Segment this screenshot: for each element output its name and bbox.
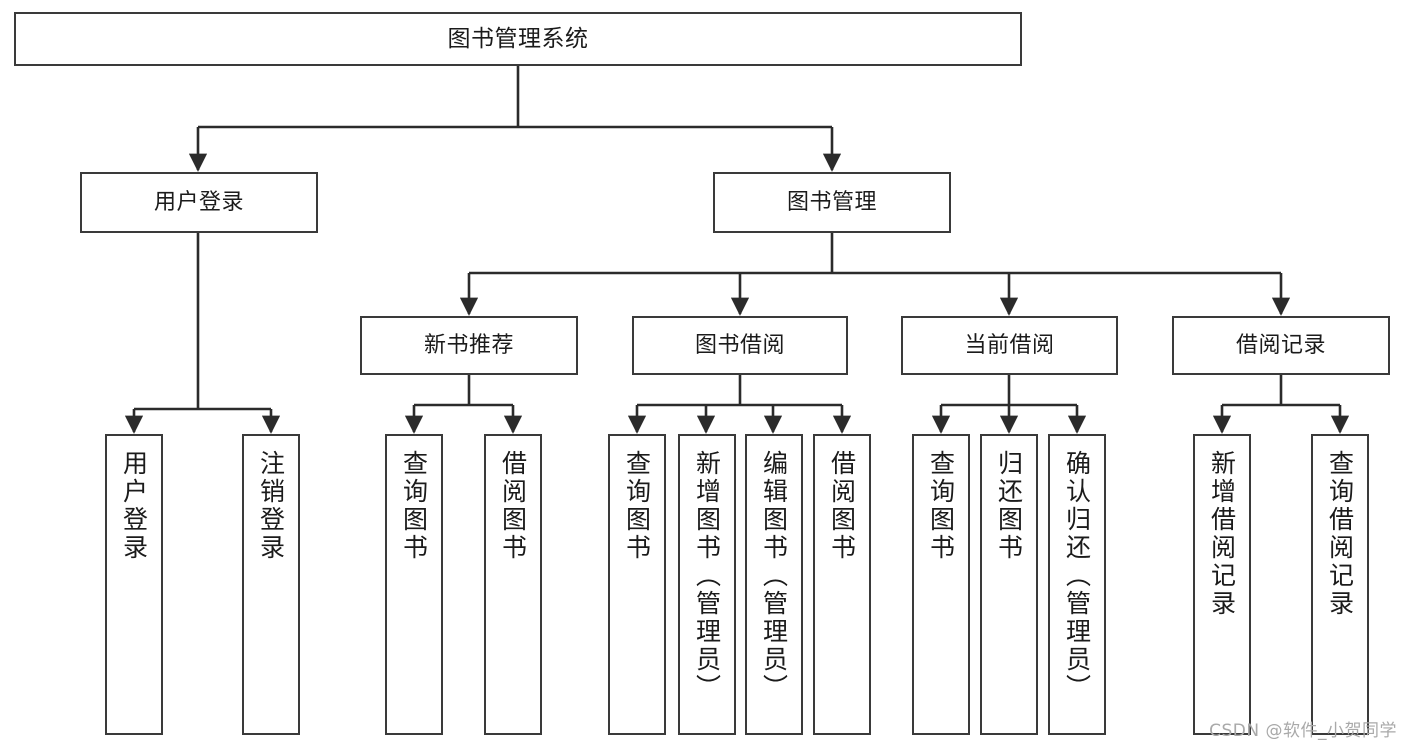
node-leaf-add-record[interactable]: 新增借阅记录	[1193, 434, 1251, 735]
node-user-login-label: 用户登录	[153, 189, 244, 215]
node-book-borrow-label: 图书借阅	[694, 332, 785, 358]
node-borrow-record-label: 借阅记录	[1235, 332, 1326, 358]
node-leaf-query-book-recommend[interactable]: 查询图书	[385, 434, 443, 735]
node-borrow-record[interactable]: 借阅记录	[1172, 316, 1390, 375]
node-leaf-confirm-return[interactable]: 确认归还（管理员）	[1048, 434, 1106, 735]
node-leaf-add-book[interactable]: 新增图书（管理员）	[678, 434, 736, 735]
node-leaf-user-login-label: 用户登录	[119, 450, 149, 562]
node-leaf-logout-label: 注销登录	[256, 450, 286, 562]
node-book-manage-label: 图书管理	[786, 189, 877, 215]
node-leaf-query-book-current-label: 查询图书	[926, 450, 956, 562]
node-new-book-recommend[interactable]: 新书推荐	[360, 316, 578, 375]
node-root-label: 图书管理系统	[447, 25, 589, 52]
node-leaf-query-book-recommend-label: 查询图书	[399, 450, 429, 562]
node-current-borrow-label: 当前借阅	[964, 332, 1055, 358]
node-leaf-edit-book-label: 编辑图书（管理员）	[759, 450, 789, 702]
node-leaf-query-book-current[interactable]: 查询图书	[912, 434, 970, 735]
node-root[interactable]: 图书管理系统	[14, 12, 1022, 66]
node-leaf-query-book-borrow-label: 查询图书	[622, 450, 652, 562]
node-leaf-user-login[interactable]: 用户登录	[105, 434, 163, 735]
node-new-book-recommend-label: 新书推荐	[423, 332, 514, 358]
node-leaf-add-book-label: 新增图书（管理员）	[692, 450, 722, 702]
node-book-manage[interactable]: 图书管理	[713, 172, 951, 233]
node-leaf-query-record[interactable]: 查询借阅记录	[1311, 434, 1369, 735]
node-leaf-query-record-label: 查询借阅记录	[1325, 450, 1355, 618]
node-leaf-return-book-label: 归还图书	[994, 450, 1024, 562]
node-leaf-borrow-book-recommend[interactable]: 借阅图书	[484, 434, 542, 735]
node-leaf-edit-book[interactable]: 编辑图书（管理员）	[745, 434, 803, 735]
node-book-borrow[interactable]: 图书借阅	[632, 316, 848, 375]
node-leaf-query-book-borrow[interactable]: 查询图书	[608, 434, 666, 735]
node-leaf-logout[interactable]: 注销登录	[242, 434, 300, 735]
node-leaf-confirm-return-label: 确认归还（管理员）	[1062, 450, 1092, 702]
node-current-borrow[interactable]: 当前借阅	[901, 316, 1118, 375]
node-leaf-borrow-book-borrow[interactable]: 借阅图书	[813, 434, 871, 735]
node-leaf-return-book[interactable]: 归还图书	[980, 434, 1038, 735]
node-user-login[interactable]: 用户登录	[80, 172, 318, 233]
node-leaf-add-record-label: 新增借阅记录	[1207, 450, 1237, 618]
node-leaf-borrow-book-borrow-label: 借阅图书	[827, 450, 857, 562]
node-leaf-borrow-book-recommend-label: 借阅图书	[498, 450, 528, 562]
